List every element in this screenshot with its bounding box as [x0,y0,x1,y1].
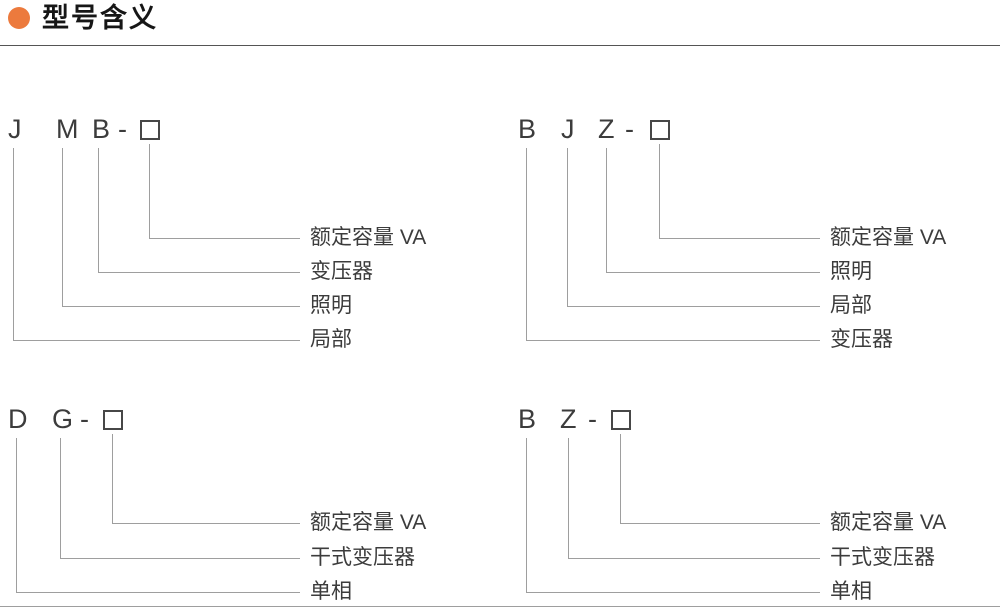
diagram-bjz: B J Z - 额定容量 VA 照明 局部 变压器 [518,116,998,366]
meaning-label: 局部 [830,294,872,317]
meaning-label: 额定容量 VA [830,511,947,534]
connector-line-vertical [526,148,527,340]
model-dash: - [118,114,127,144]
meaning-label: 干式变压器 [310,546,415,569]
connector-line-vertical [568,438,569,558]
meaning-label: 额定容量 VA [310,226,427,249]
connector-line-horizontal [98,272,300,273]
diagram-jmb: J M B - 额定容量 VA 变压器 照明 局部 [8,116,488,366]
meaning-label: 局部 [310,328,352,351]
meaning-label: 单相 [830,580,872,603]
model-letter: J [8,114,22,144]
model-dash: - [588,404,597,434]
connector-line-horizontal [13,340,300,341]
model-dash: - [625,114,634,144]
meaning-label: 额定容量 VA [310,511,427,534]
meaning-label: 照明 [310,294,352,317]
model-letter: J [561,114,575,144]
model-letter: B [518,114,537,144]
connector-line-horizontal [16,592,300,593]
meaning-label: 干式变压器 [830,546,935,569]
connector-line-vertical [13,148,14,340]
capacity-placeholder-box [103,410,123,430]
connector-line-vertical [60,438,61,558]
connector-line-horizontal [112,523,300,524]
diagram-dg: D G - 额定容量 VA 干式变压器 单相 [8,406,488,606]
section-title: 型号含义 [42,3,158,33]
model-letter: Z [598,114,615,144]
connector-line-horizontal [567,306,820,307]
meaning-label: 变压器 [830,328,893,351]
connector-line-vertical [620,434,621,523]
connector-line-vertical [567,148,568,306]
meaning-label: 照明 [830,260,872,283]
connector-line-vertical [526,438,527,592]
connector-line-horizontal [568,558,820,559]
model-letter: B [92,114,111,144]
model-letter: G [52,404,74,434]
connector-line-vertical [112,434,113,523]
connector-line-horizontal [606,272,820,273]
connector-line-vertical [606,148,607,272]
model-letter: Z [560,404,577,434]
capacity-placeholder-box [611,410,631,430]
model-letter: B [518,404,537,434]
connector-line-vertical [149,144,150,238]
model-dash: - [80,404,89,434]
meaning-label: 单相 [310,580,352,603]
connector-line-horizontal [149,238,300,239]
model-letter: D [8,404,28,434]
connector-line-horizontal [659,238,820,239]
orange-bullet-icon [8,7,30,29]
connector-line-horizontal [60,558,300,559]
meaning-label: 额定容量 VA [830,226,947,249]
bottom-divider [0,606,1000,607]
capacity-placeholder-box [140,120,160,140]
model-letter: M [56,114,79,144]
connector-line-horizontal [620,523,820,524]
connector-line-horizontal [526,592,820,593]
meaning-label: 变压器 [310,260,373,283]
capacity-placeholder-box [650,120,670,140]
connector-line-horizontal [526,340,820,341]
connector-line-vertical [16,438,17,592]
connector-line-vertical [659,144,660,238]
diagram-bz: B Z - 额定容量 VA 干式变压器 单相 [518,406,998,606]
connector-line-vertical [98,148,99,272]
connector-line-vertical [62,148,63,306]
section-header: 型号含义 [0,0,1000,46]
connector-line-horizontal [62,306,300,307]
